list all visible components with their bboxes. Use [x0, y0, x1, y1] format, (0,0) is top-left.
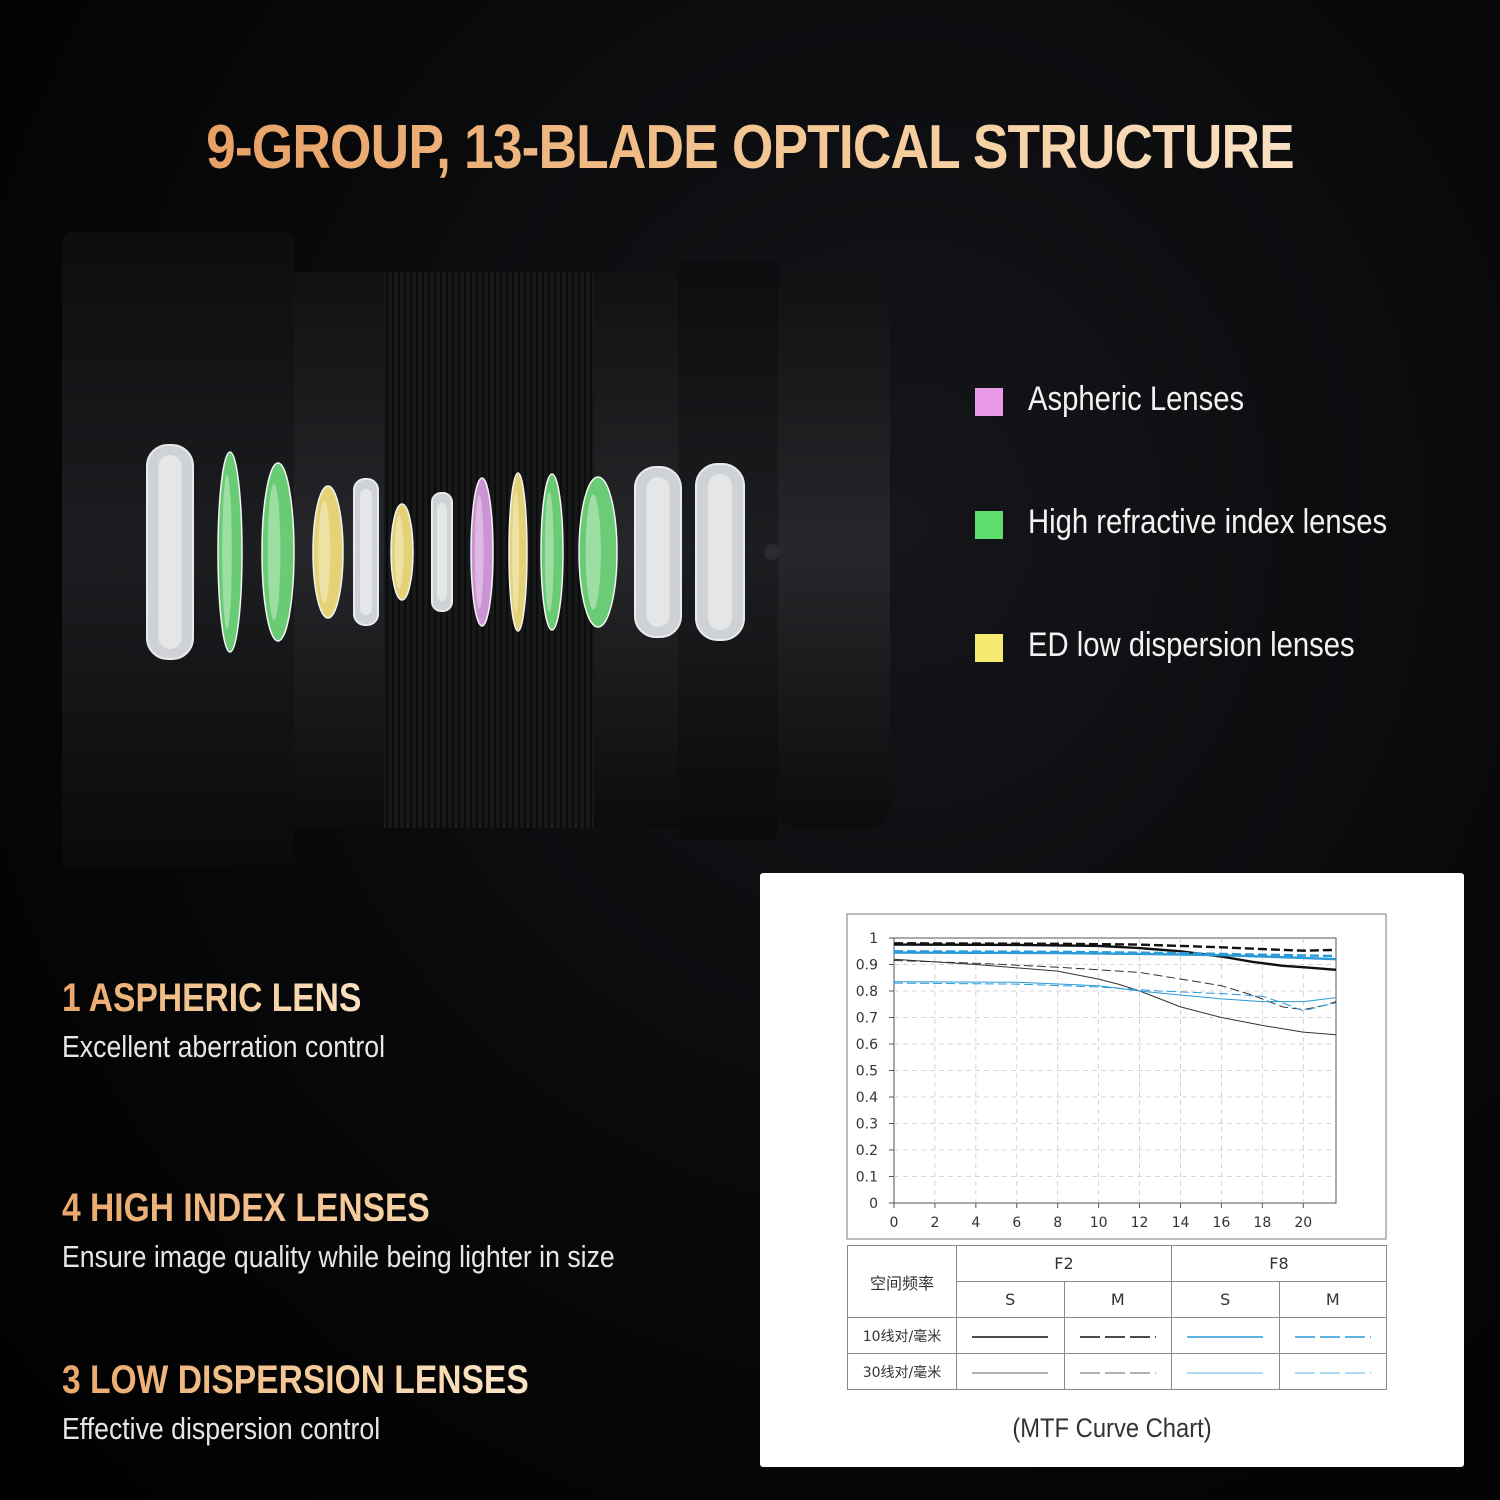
legend-label-high-index: High refractive index lenses [1028, 503, 1388, 541]
feature-description: Ensure image quality while being lighter… [62, 1239, 615, 1274]
y-tick-label: 0.5 [856, 1064, 878, 1080]
y-tick-label: 0.7 [856, 1011, 878, 1027]
series-line-4 [893, 950, 1337, 958]
table-group-header: F8 [1171, 1245, 1387, 1282]
x-tick-label: 16 [1212, 1215, 1230, 1231]
feature-heading: 4 HIGH INDEX LENSES [62, 1186, 602, 1231]
y-tick-label: 0.3 [856, 1117, 878, 1133]
table-subheader: S [1171, 1281, 1280, 1318]
y-tick-label: 0.1 [856, 1170, 878, 1186]
chart-series [893, 942, 1337, 1036]
page-title: 9-GROUP, 13-BLADE OPTICAL STRUCTURE [105, 112, 1395, 183]
series-line-8 [893, 982, 1337, 1012]
chart-caption: (MTF Curve Chart) [1012, 1413, 1212, 1443]
mount-index-dot [764, 544, 780, 560]
feature-description: Excellent aberration control [62, 1029, 386, 1064]
line-sample [972, 1335, 1049, 1338]
line-sample [1294, 1372, 1371, 1373]
lens-cutaway-illustration [62, 232, 890, 868]
lens-element-clear [353, 478, 379, 626]
series-line-5 [893, 958, 1337, 1036]
y-tick-label: 0.9 [856, 958, 878, 974]
table-row-label: 30线对/毫米 [847, 1353, 957, 1390]
x-tick-label: 0 [890, 1215, 899, 1231]
line-sample-cell [1171, 1317, 1280, 1354]
x-tick-label: 14 [1172, 1215, 1190, 1231]
table-subheader: S [956, 1281, 1065, 1318]
feature-heading: 3 LOW DISPERSION LENSES [62, 1358, 529, 1402]
y-tick-label: 0.8 [856, 984, 878, 1000]
lens-element-clear [634, 466, 682, 638]
lens-element-green [261, 462, 295, 642]
chart-frame [846, 913, 1387, 1240]
y-tick-label: 0.2 [856, 1143, 878, 1159]
x-tick-label: 18 [1253, 1215, 1271, 1231]
lens-element-clear [146, 444, 194, 660]
line-sample-cell [956, 1317, 1065, 1354]
y-tick-label: 1 [869, 931, 878, 947]
legend-label-ed: ED low dispersion lenses [1028, 626, 1355, 664]
lens-element-group [146, 444, 745, 660]
series-line-7 [893, 981, 1337, 1003]
table-corner-label: 空间频率 [847, 1245, 957, 1318]
lens-element-green [540, 473, 564, 631]
line-sample [1294, 1335, 1371, 1338]
line-sample [1079, 1335, 1156, 1338]
y-tick-label: 0.6 [856, 1037, 878, 1053]
lens-mount [778, 272, 890, 828]
table-row-label: 10线对/毫米 [847, 1317, 957, 1354]
line-sample [1187, 1372, 1264, 1373]
legend-swatch-ed [975, 634, 1003, 662]
y-tick-label: 0 [869, 1196, 878, 1212]
line-sample [972, 1372, 1049, 1373]
feature-aspheric: 1 ASPHERIC LENS Excellent aberration con… [62, 976, 438, 1065]
line-sample-cell [1063, 1317, 1172, 1354]
line-sample-cell [1171, 1353, 1280, 1390]
x-tick-label: 2 [930, 1215, 939, 1231]
lens-element-violet [470, 477, 494, 627]
x-tick-label: 4 [971, 1215, 980, 1231]
series-line-3 [893, 951, 1337, 961]
x-tick-label: 10 [1090, 1215, 1108, 1231]
lens-element-yellow [390, 503, 414, 601]
chart-grid [893, 937, 1337, 1204]
feature-high-index: 4 HIGH INDEX LENSES Ensure image quality… [62, 1186, 705, 1275]
line-sample-cell [1278, 1353, 1387, 1390]
line-sample [1187, 1335, 1264, 1338]
series-line-6 [893, 960, 1337, 1011]
feature-low-dispersion: 3 LOW DISPERSION LENSES Effective disper… [62, 1358, 618, 1447]
line-sample-cell [1063, 1353, 1172, 1390]
x-tick-label: 20 [1294, 1215, 1312, 1231]
lens-element-yellow [508, 472, 528, 632]
line-sample-cell [1278, 1317, 1387, 1354]
x-tick-label: 8 [1053, 1215, 1062, 1231]
mtf-legend-table: 空间频率 F2 F8 S M S M 10线对/毫米 30线对/毫米 [847, 1245, 1387, 1390]
lens-element-clear [431, 492, 453, 612]
legend-swatch-high-index [975, 511, 1003, 539]
table-subheader: M [1063, 1281, 1172, 1318]
table-group-header: F2 [956, 1245, 1172, 1282]
lens-element-yellow [312, 485, 344, 619]
feature-heading: 1 ASPHERIC LENS [62, 976, 378, 1021]
x-tick-label: 6 [1012, 1215, 1021, 1231]
legend-label-aspheric: Aspheric Lenses [1028, 380, 1245, 418]
line-sample-cell [956, 1353, 1065, 1390]
series-line-2 [893, 942, 1337, 952]
table-subheader: M [1278, 1281, 1387, 1318]
line-sample [1079, 1372, 1156, 1373]
lens-element-green [217, 451, 243, 653]
feature-description: Effective dispersion control [62, 1411, 381, 1446]
lens-element-green [578, 476, 618, 628]
y-tick-label: 0.4 [856, 1090, 878, 1106]
lens-element-clear [695, 463, 745, 641]
legend-swatch-aspheric [975, 388, 1003, 416]
x-tick-label: 12 [1131, 1215, 1149, 1231]
